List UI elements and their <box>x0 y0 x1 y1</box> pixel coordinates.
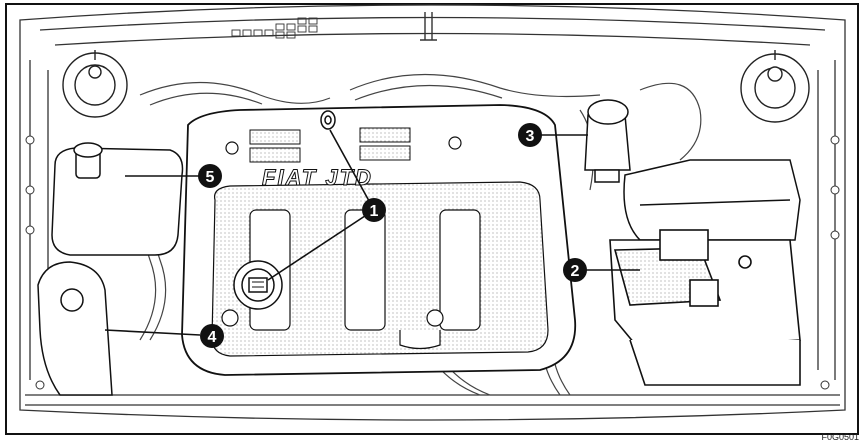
battery <box>609 229 801 386</box>
svg-text:2: 2 <box>571 263 580 280</box>
frame-bolts <box>25 135 840 390</box>
callout-3: 3 <box>518 123 542 147</box>
callout-2: 2 <box>563 258 587 282</box>
svg-text:3: 3 <box>526 128 535 145</box>
figure-code: F0G0501 <box>821 432 859 442</box>
svg-text:5: 5 <box>206 169 215 186</box>
coolant-expansion-tank <box>51 142 184 256</box>
engine-cover <box>181 104 577 376</box>
svg-text:1: 1 <box>370 203 379 220</box>
right-strut-tower <box>740 50 810 123</box>
brake-fluid-reservoir <box>584 99 631 183</box>
washer-fluid-reservoir <box>37 261 113 396</box>
air-filter-housing <box>623 159 801 241</box>
callout-1: 1 <box>362 198 386 222</box>
oil-filler-cap <box>233 260 283 310</box>
callout-5: 5 <box>198 164 222 188</box>
svg-text:4: 4 <box>208 329 217 346</box>
scuttle-grille <box>231 12 437 41</box>
left-strut-tower <box>62 50 128 118</box>
engine-cover-brand-text: FIAT JTD <box>262 165 373 190</box>
dipstick-handle <box>320 110 336 130</box>
bonnet-outline <box>19 4 846 421</box>
callout-4: 4 <box>200 324 224 348</box>
